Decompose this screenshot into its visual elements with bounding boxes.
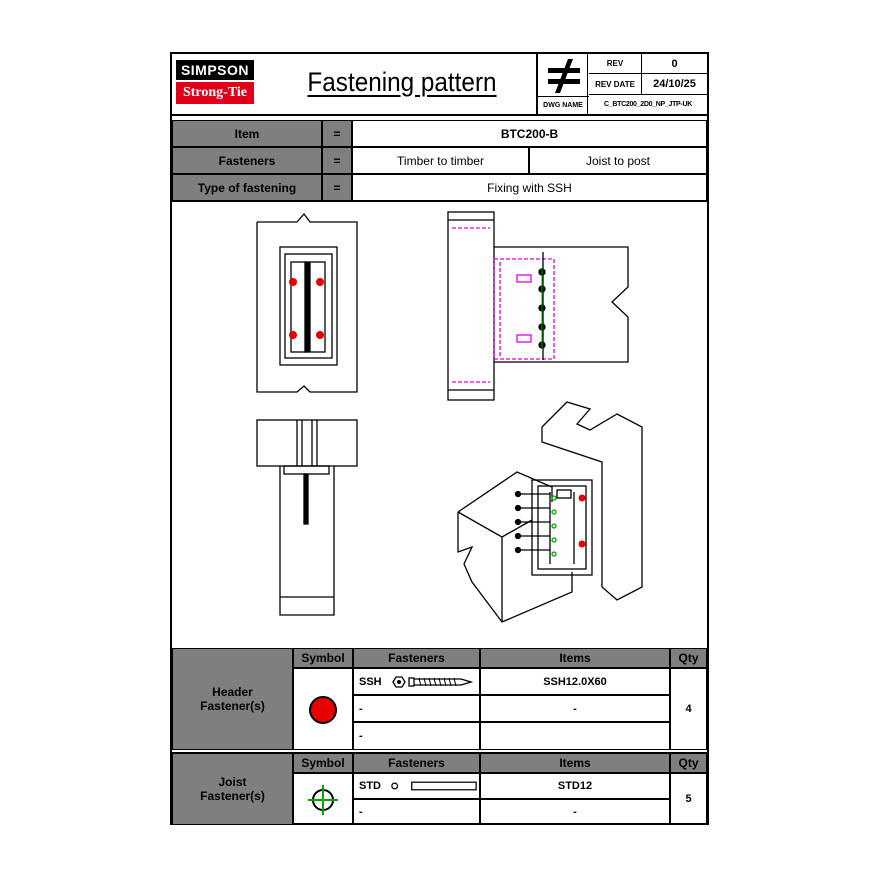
page-title: Fastening pattern (307, 66, 497, 97)
red-dot-symbol-icon (309, 696, 337, 724)
header-items-col: Items (480, 648, 670, 668)
joist-symbol-col: Symbol (293, 752, 353, 773)
header-fastener-row-2: - (353, 695, 480, 722)
joist-item-row-2: - (480, 799, 670, 825)
fasteners-equals: = (322, 147, 352, 174)
title-block: SIMPSON Strong-Tie Fastening pattern DWG… (172, 54, 707, 116)
not-equal-icon: DWG NAME (536, 54, 589, 114)
joist-fastener-group-label: Joist Fastener(s) (172, 752, 293, 825)
rev-value: 0 (642, 54, 707, 74)
type-value: Fixing with SSH (352, 174, 707, 201)
type-equals: = (322, 174, 352, 201)
header-fastener-row-1: SSH (353, 668, 480, 695)
brand-logo-bottom: Strong-Tie (176, 82, 254, 104)
rev-label: REV (589, 54, 642, 74)
header-item-row-3 (480, 722, 670, 750)
dowel-icon (391, 781, 477, 791)
drawing-area (172, 201, 707, 647)
fasteners-value-joist: Joist to post (529, 147, 707, 174)
header-qty-col: Qty (670, 648, 707, 668)
fasteners-label: Fasteners (172, 147, 322, 174)
dwg-name-value: C_BTC200_2D0_NP_JTP-UK (604, 101, 692, 108)
joist-symbol-cell (293, 773, 353, 825)
header-fastener-group-label: Header Fastener(s) (172, 648, 293, 750)
joist-items-col: Items (480, 752, 670, 773)
rev-date-value: 24/10/25 (642, 74, 707, 95)
item-value: BTC200-B (352, 120, 707, 147)
screw-icon (391, 675, 473, 688)
std-fastener-code: STD (359, 780, 381, 792)
rev-date-label: REV DATE (589, 74, 642, 95)
isometric-view-drawing (457, 401, 643, 623)
fasteners-value-timber: Timber to timber (352, 147, 529, 174)
front-view-drawing (256, 212, 358, 393)
type-label: Type of fastening (172, 174, 322, 201)
drawing-sheet: SIMPSON Strong-Tie Fastening pattern DWG… (170, 52, 709, 825)
header-symbol-cell (293, 668, 353, 750)
plan-view-drawing (256, 419, 358, 616)
item-equals: = (322, 120, 352, 147)
header-symbol-col: Symbol (293, 648, 353, 668)
joist-item-row-1: STD12 (480, 773, 670, 799)
dwg-name-label: DWG NAME (537, 96, 589, 114)
crosshair-symbol-icon (308, 785, 338, 815)
header-qty-value: 4 (670, 668, 707, 750)
joist-fasteners-col: Fasteners (353, 752, 480, 773)
ssh-fastener-code: SSH (359, 675, 382, 688)
joist-fastener-row-1: STD (353, 773, 480, 799)
brand-logo-top: SIMPSON (176, 60, 254, 80)
header-item-row-2: - (480, 695, 670, 722)
header-fasteners-col: Fasteners (353, 648, 480, 668)
joist-qty-value: 5 (670, 773, 707, 825)
joist-qty-col: Qty (670, 752, 707, 773)
header-fastener-row-3: - (353, 722, 480, 750)
joist-fastener-row-2: - (353, 799, 480, 825)
item-label: Item (172, 120, 322, 147)
side-view-drawing (447, 211, 629, 401)
header-item-row-1: SSH12.0X60 (480, 668, 670, 695)
